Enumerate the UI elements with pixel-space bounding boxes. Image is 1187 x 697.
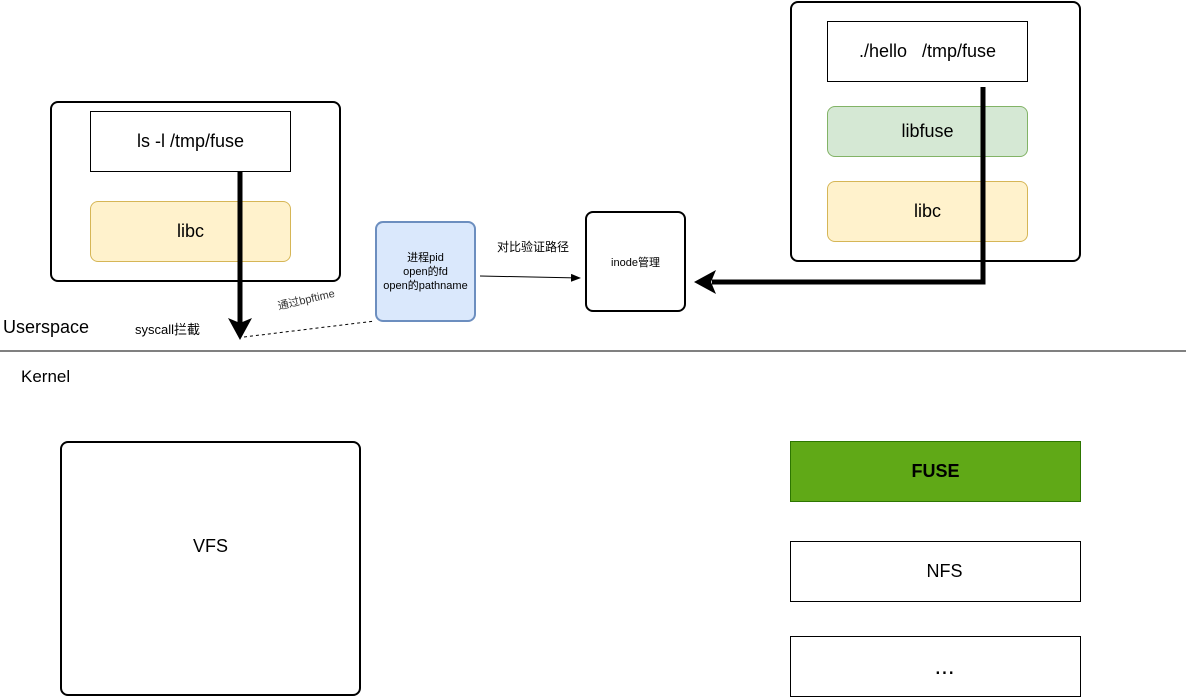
- userspace-label: Userspace: [3, 317, 90, 337]
- context-fd-label: open的fd: [403, 265, 448, 278]
- hello-inode-arrow: [712, 87, 986, 285]
- ls-command-box[interactable]: ls -l /tmp/fuse: [90, 111, 291, 172]
- vfs-box[interactable]: VFS: [60, 441, 361, 696]
- libfuse-box[interactable]: libfuse: [827, 106, 1028, 157]
- vfs-label: VFS: [192, 536, 228, 556]
- context-pathname-label: open的pathname: [383, 279, 468, 292]
- inode-manager-label: inode管理: [611, 256, 660, 269]
- kernel-label: Kernel: [21, 367, 71, 386]
- compare-path-label: 对比验证路径: [497, 240, 570, 254]
- bpftime-dashed-link: [243, 320, 376, 338]
- nfs-box[interactable]: NFS: [790, 541, 1081, 602]
- fuse-label: FUSE: [911, 461, 960, 481]
- libfuse-label: libfuse: [901, 121, 954, 141]
- inode-manager-box[interactable]: inode管理: [585, 211, 686, 312]
- hello-command-label: ./hello /tmp/fuse: [858, 41, 997, 61]
- context-pid-label: 进程pid: [407, 251, 444, 264]
- nfs-label: NFS: [926, 561, 963, 581]
- more-filesystems-label: ...: [934, 652, 955, 680]
- syscall-intercept-label: syscall拦截: [135, 322, 201, 337]
- left-libc-box[interactable]: libc: [90, 201, 291, 262]
- more-filesystems-box[interactable]: ...: [790, 636, 1081, 697]
- left-libc-label: libc: [176, 221, 204, 241]
- compare-arrow: [479, 273, 581, 282]
- right-libc-label: libc: [913, 201, 941, 221]
- hello-inode-arrowhead: [694, 270, 716, 294]
- hello-command-box[interactable]: ./hello /tmp/fuse: [827, 21, 1028, 82]
- right-libc-box[interactable]: libc: [827, 181, 1028, 242]
- ls-syscall-arrowhead: [228, 318, 252, 340]
- fuse-box[interactable]: FUSE: [790, 441, 1081, 502]
- ls-command-label: ls -l /tmp/fuse: [136, 131, 245, 151]
- process-context-box[interactable]: 进程pid open的fd open的pathname: [375, 221, 476, 322]
